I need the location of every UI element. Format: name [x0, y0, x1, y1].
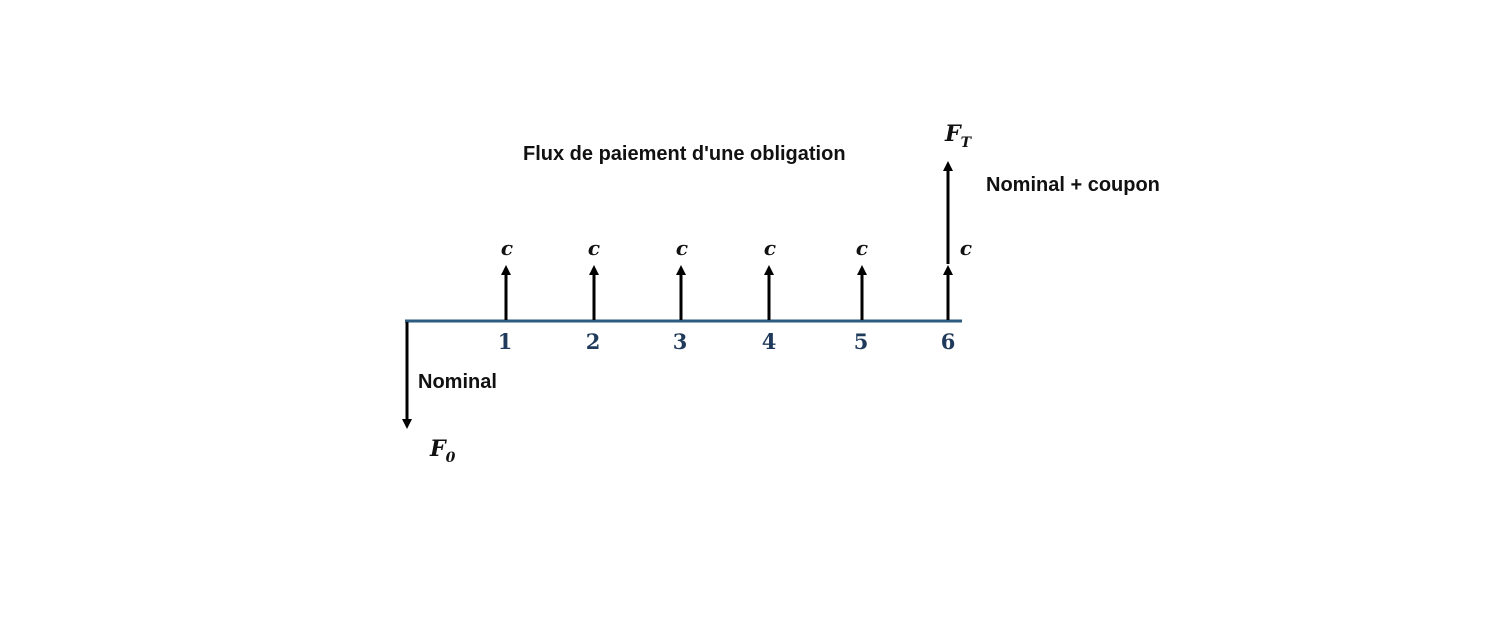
coupon-label-2: c	[588, 236, 600, 260]
final-flow-symbol-letter: F	[944, 121, 962, 147]
period-label-2: 2	[586, 329, 601, 354]
coupon-label-6: c	[960, 236, 972, 260]
final-flow-label: Nominal + coupon	[986, 174, 1160, 196]
initial-flow-symbol-letter: F	[429, 436, 447, 462]
final-flow-symbol-subscript: T	[961, 135, 973, 151]
initial-flow-symbol: F0	[429, 436, 456, 466]
coupon-label-3: c	[676, 236, 688, 260]
initial-flow-label: Nominal	[418, 371, 497, 393]
initial-flow-symbol-subscript: 0	[446, 450, 456, 466]
period-label-1: 1	[498, 329, 513, 354]
diagram-title: Flux de paiement d'une obligation	[523, 143, 846, 165]
coupon-label-5: c	[856, 236, 868, 260]
period-label-6: 6	[941, 329, 956, 354]
coupon-label-1: c	[501, 236, 513, 260]
final-flow-symbol: FT	[944, 121, 973, 151]
period-label-4: 4	[762, 329, 777, 354]
period-label-5: 5	[854, 329, 869, 354]
period-label-3: 3	[673, 329, 688, 354]
period-labels: 1 2 3 4 5 6	[498, 329, 956, 354]
coupon-label-4: c	[764, 236, 776, 260]
